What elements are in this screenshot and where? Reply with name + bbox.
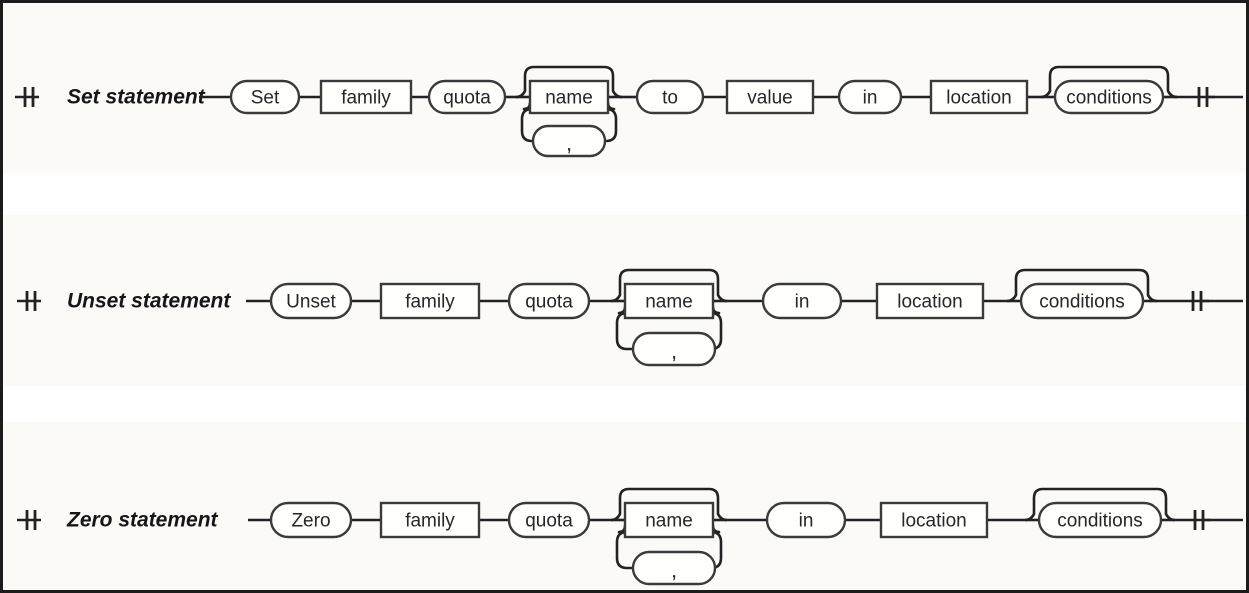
loop-separator-shape [631,550,717,586]
railroad-svg-unset-statement: Unset statement Unset family quota, name in lo… [17,268,1243,367]
node-location: location [929,79,1029,115]
node-label: name [645,511,693,532]
node-label: Unset [286,292,336,313]
diagram-set-statement: Set statement Set family quota, name to value i… [3,11,1246,173]
node-shape-rectangle [379,501,481,539]
node-label: in [795,292,810,313]
bypass-arc [610,268,728,303]
loop-back-left [615,305,633,351]
node-shape-stadium [229,79,301,115]
loop-back-left [615,524,633,570]
loop-back-right [709,305,723,351]
node-shape-stadium [837,79,903,115]
node-label: location [901,511,967,532]
node-label: location [946,88,1012,109]
node-label: value [747,88,792,109]
bypass-arc [1006,268,1158,303]
node-shape-stadium [269,501,353,539]
loop-back-left [520,101,534,143]
node-shape-stadium [507,501,591,539]
node-label: Zero [291,511,330,532]
node-shape-stadium [269,282,353,320]
node-shape-stadium [507,282,591,320]
node-label: quota [525,511,573,532]
node-conditions: conditions [1040,65,1178,115]
node-label: family [405,292,455,313]
node-label: name [645,292,693,313]
node-family: family [319,79,413,115]
node-label: quota [525,292,573,313]
node-shape-stadium [635,79,705,115]
node-label: conditions [1039,292,1125,313]
node-shape-stadium [761,282,843,320]
row-separator-band-2 [3,386,1246,422]
node-shape-stadium [427,79,507,115]
node-shape-rectangle [875,282,985,320]
node-label: in [863,88,878,109]
diagram-zero-statement: Zero statement Zero family quota, name in loca… [3,422,1246,590]
node-name: , name [515,65,623,158]
node-family: family [379,501,481,539]
loop-separator-label: , [671,558,677,583]
node-name: , name [610,268,728,367]
node-label: name [545,88,593,109]
node-shape-rectangle [623,282,715,320]
node-location: location [875,282,985,320]
node-label: family [341,88,391,109]
bypass-arc [515,65,623,99]
node-shape-rectangle [929,79,1029,115]
node-in: in [761,282,843,320]
node-label: conditions [1057,511,1143,532]
node-label: to [662,88,678,109]
node-conditions: conditions [1006,268,1158,320]
loop-separator-shape [631,331,717,367]
node-to: to [635,79,705,115]
node-name: , name [610,487,728,586]
node-label: quota [443,88,491,109]
node-quota: quota [427,79,507,115]
node-label: in [799,511,814,532]
node-shape-stadium [1053,79,1165,115]
bypass-arc [1024,487,1176,522]
node-in: in [765,501,847,539]
node-shape-rectangle [528,79,610,115]
node-shape-rectangle [623,501,715,539]
diagram-title: Unset statement [67,290,231,313]
bypass-arc [1040,65,1178,99]
node-label: location [897,292,963,313]
node-shape-rectangle [725,79,815,115]
node-set: Set [229,79,301,115]
node-label: family [405,511,455,532]
node-shape-rectangle [879,501,989,539]
node-shape-stadium [765,501,847,539]
loop-separator-label: , [566,131,572,156]
node-zero: Zero [269,501,353,539]
loop-back-right [604,101,618,143]
bypass-arc [610,487,728,522]
node-shape-rectangle [319,79,413,115]
node-label: Set [251,88,280,109]
row-separator-band-1 [3,173,1246,215]
railroad-svg-zero-statement: Zero statement Zero family quota, name in loca… [17,487,1243,586]
diagram-title: Zero statement [66,509,219,532]
loop-separator-label: , [671,339,677,364]
node-conditions: conditions [1024,487,1176,539]
loop-separator-shape [531,124,607,158]
railroad-svg-set-statement: Set statement Set family quota, name to value i… [15,65,1243,158]
node-label: conditions [1066,88,1152,109]
diagram-unset-statement: Unset statement Unset family quota, name in lo… [3,215,1246,386]
node-location: location [879,501,989,539]
node-in: in [837,79,903,115]
node-value: value [725,79,815,115]
node-shape-stadium [1019,282,1145,320]
node-shape-stadium [1037,501,1163,539]
node-family: family [379,282,481,320]
node-shape-rectangle [379,282,481,320]
node-quota: quota [507,501,591,539]
loop-back-right [709,524,723,570]
node-unset: Unset [269,282,353,320]
node-quota: quota [507,282,591,320]
diagram-title: Set statement [67,86,206,109]
